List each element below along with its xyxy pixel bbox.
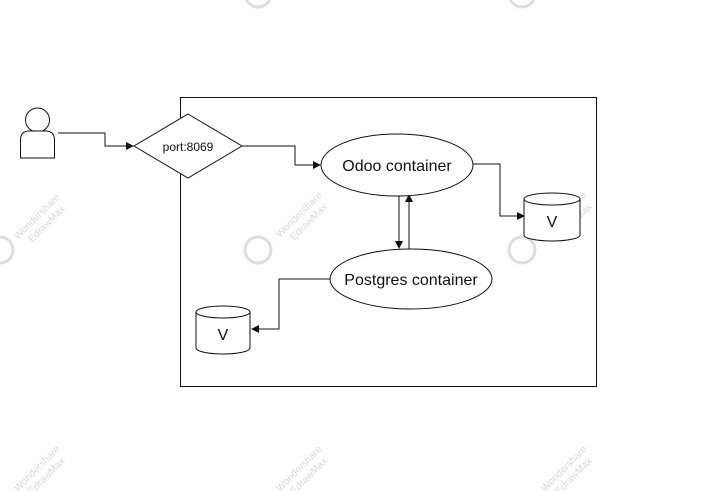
user-actor-icon[interactable] [20,107,55,159]
edge-odoo-to-volume[interactable] [473,163,525,220]
postgres-label: Postgres container [344,272,478,289]
watermark-mark: Wondershare EdrawMax [539,444,594,491]
port-label: port:8069 [163,140,214,154]
odoo-volume-node[interactable]: V [523,192,581,242]
volume-cylinder-icon [523,192,581,242]
postgres-volume-node[interactable]: V [195,305,251,355]
port-diamond [133,113,243,179]
postgres-container-node[interactable]: Postgres container [329,248,493,310]
watermark-mark: Wondershare EdrawMax [274,190,329,243]
odoo-label: Odoo container [342,158,452,175]
container-boundary[interactable] [180,97,597,387]
volume-cylinder-icon [195,305,251,355]
edge-postgres-to-volume[interactable] [251,278,331,333]
watermark-logo-icon [0,235,15,265]
port-node[interactable]: port:8069 [133,113,243,179]
odoo-volume-label: V [547,214,558,231]
postgres-ellipse [329,248,493,310]
watermark-logo-icon [507,235,537,265]
watermark-logo-icon [243,235,273,265]
odoo-ellipse [320,133,474,197]
watermark-logo-icon [244,0,272,9]
watermark-logo-icon [508,0,536,9]
watermark-mark: Wondershare EdrawMax [12,192,67,245]
watermark-mark: Wondershare EdrawMax [274,444,329,491]
edge-port-to-odoo[interactable] [242,145,321,169]
watermark-mark: Wondershare EdrawMax [12,444,67,491]
watermark: Wondershare EdrawMax Wondershare EdrawMa… [0,0,595,491]
edge-user-to-port[interactable] [58,132,134,150]
postgres-volume-label: V [218,327,229,344]
odoo-container-node[interactable]: Odoo container [320,133,474,197]
